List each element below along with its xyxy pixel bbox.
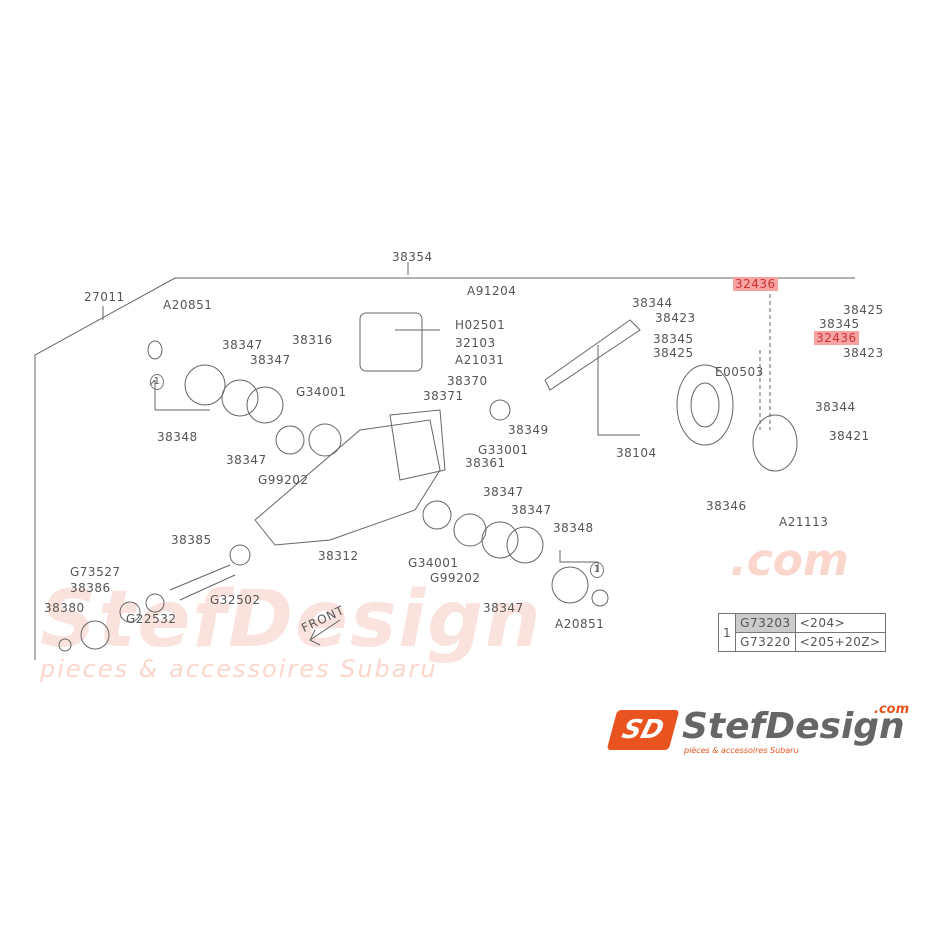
part-label-highlighted[interactable]: 32436 xyxy=(814,331,859,345)
part-label[interactable]: 38348 xyxy=(157,430,198,444)
table-part: G73220 xyxy=(735,632,796,652)
part-label[interactable]: 38312 xyxy=(318,549,359,563)
part-label[interactable]: G99202 xyxy=(430,571,481,585)
logo-name: StefDesign xyxy=(682,706,905,747)
part-label[interactable]: 38345 xyxy=(819,317,860,331)
part-label[interactable]: 38347 xyxy=(483,485,524,499)
table-part: G73203 xyxy=(735,613,796,633)
part-label[interactable]: G33001 xyxy=(478,443,529,457)
part-label[interactable]: A91204 xyxy=(467,284,517,298)
part-label[interactable]: 38347 xyxy=(222,338,263,352)
part-label[interactable]: H02501 xyxy=(455,318,506,332)
part-label[interactable]: 38347 xyxy=(250,353,291,367)
part-label[interactable]: 38348 xyxy=(553,521,594,535)
part-label[interactable]: G22532 xyxy=(126,612,177,626)
part-label[interactable]: 38370 xyxy=(447,374,488,388)
part-label[interactable]: G34001 xyxy=(408,556,459,570)
table-code: <204> xyxy=(794,613,886,633)
part-label[interactable]: 38425 xyxy=(653,346,694,360)
part-label[interactable]: A20851 xyxy=(163,298,213,312)
part-label[interactable]: G32502 xyxy=(210,593,261,607)
part-label-highlighted[interactable]: 32436 xyxy=(733,277,778,291)
part-label[interactable]: 38423 xyxy=(655,311,696,325)
part-label[interactable]: E00503 xyxy=(715,365,764,379)
diff-case xyxy=(752,280,798,472)
part-label[interactable]: 38344 xyxy=(815,400,856,414)
arrow xyxy=(309,619,341,646)
logo-mark: SD xyxy=(606,710,680,750)
note-marker: 1 xyxy=(590,562,604,578)
part-label[interactable]: G34001 xyxy=(296,385,347,399)
axle-shaft xyxy=(544,319,641,436)
part-label[interactable]: 38347 xyxy=(511,503,552,517)
differential-housing xyxy=(254,312,446,546)
part-label[interactable]: A21113 xyxy=(779,515,829,529)
part-label[interactable]: 38347 xyxy=(226,453,267,467)
table-code: <205+20Z> xyxy=(794,632,886,652)
part-label[interactable]: 38423 xyxy=(843,346,884,360)
watermark-domain: .com xyxy=(730,535,849,586)
part-label[interactable]: G73527 xyxy=(70,565,121,579)
watermark-tagline: pieces & accessoires Subaru xyxy=(40,655,438,683)
part-label[interactable]: 38361 xyxy=(465,456,506,470)
part-label[interactable]: 38104 xyxy=(616,446,657,460)
logo-domain: .com xyxy=(874,702,910,717)
part-label[interactable]: 38344 xyxy=(632,296,673,310)
part-label[interactable]: 38349 xyxy=(508,423,549,437)
part-label[interactable]: 38347 xyxy=(483,601,524,615)
logo-tagline: pièces & accessoires Subaru xyxy=(684,746,799,755)
part-label[interactable]: 38316 xyxy=(292,333,333,347)
part-label[interactable]: A20851 xyxy=(555,617,605,631)
ring-gear xyxy=(676,364,734,446)
part-label[interactable]: 27011 xyxy=(84,290,125,304)
part-label[interactable]: 38371 xyxy=(423,389,464,403)
part-label[interactable]: 32103 xyxy=(455,336,496,350)
note-marker: 1 xyxy=(717,613,737,652)
part-label[interactable]: 38346 xyxy=(706,499,747,513)
part-label[interactable]: 38386 xyxy=(70,581,111,595)
part-label[interactable]: 38345 xyxy=(653,332,694,346)
brand-logo: SD StefDesign .com pièces & accessoires … xyxy=(606,702,912,758)
note-marker: 1 xyxy=(150,374,164,390)
part-label[interactable]: 38354 xyxy=(392,250,433,264)
part-label[interactable]: 38380 xyxy=(44,601,85,615)
part-label[interactable]: A21031 xyxy=(455,353,505,367)
part-label[interactable]: 38385 xyxy=(171,533,212,547)
part-label[interactable]: 38425 xyxy=(843,303,884,317)
part-label[interactable]: 38421 xyxy=(829,429,870,443)
part-label[interactable]: G99202 xyxy=(258,473,309,487)
